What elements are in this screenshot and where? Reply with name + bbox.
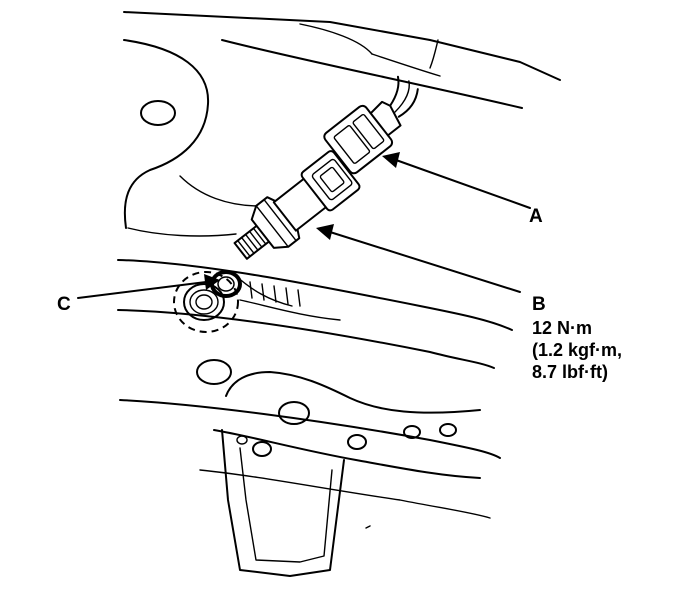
torque-spec-line1: 12 N·m: [532, 318, 592, 338]
sensor-socket: [300, 150, 361, 212]
callout-b-label: B: [532, 294, 546, 315]
bolt-hole: [196, 359, 232, 385]
torque-spec-line2: (1.2 kgf·m,: [532, 340, 622, 360]
callout-a-label: A: [529, 206, 543, 227]
torque-spec-line3: 8.7 lbf·ft): [532, 362, 608, 382]
sensor-port: [173, 271, 239, 333]
bolt-hole: [347, 434, 367, 450]
sensor-assembly: [233, 150, 361, 260]
arrowhead-c: [204, 274, 220, 290]
bolt-hole: [140, 100, 176, 126]
leader-lines: [77, 152, 531, 299]
callout-labels: A B 12 N·m (1.2 kgf·m, 8.7 lbf·ft) C: [57, 206, 622, 382]
engine-casting-upper: [123, 11, 561, 237]
bolt-hole: [439, 423, 457, 437]
bolt-hole: [252, 441, 272, 457]
o-ring: [210, 270, 242, 298]
bolt-hole: [278, 401, 310, 425]
arrowhead-a: [382, 152, 400, 168]
bolt-hole: [403, 425, 421, 439]
callout-c-label: C: [57, 294, 71, 315]
arrowhead-b: [316, 224, 334, 240]
connector-plug: [323, 75, 419, 175]
engine-rail: [117, 259, 513, 385]
engine-casting-lower: [119, 371, 501, 577]
